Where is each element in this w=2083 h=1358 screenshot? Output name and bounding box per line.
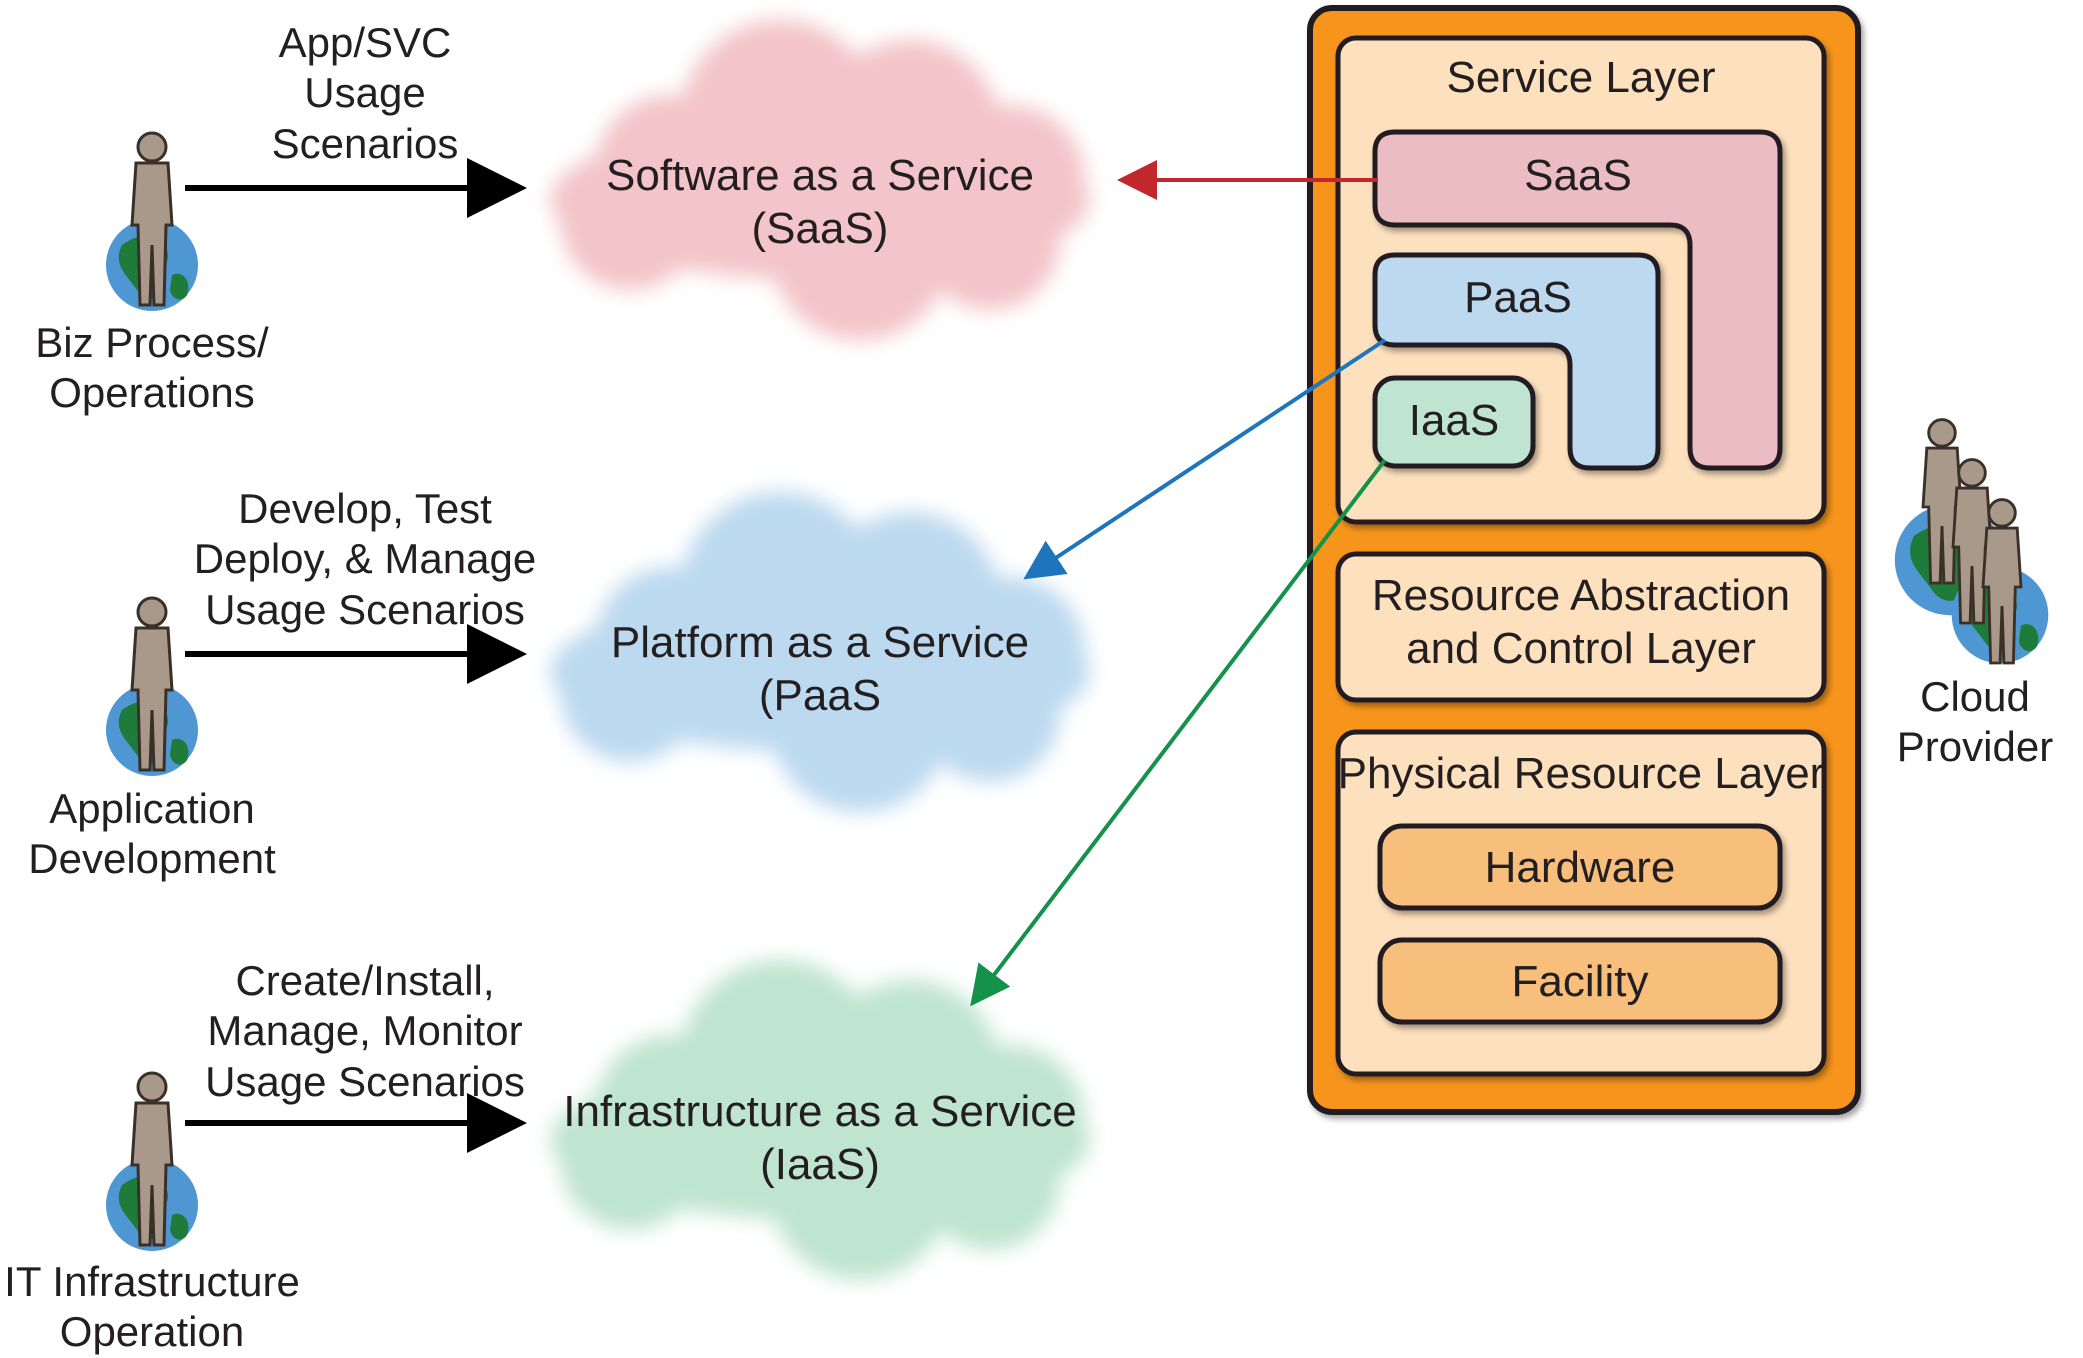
saas-block-label: SaaS <box>1524 151 1632 200</box>
resource-abstraction-layer-box <box>1335 551 1827 703</box>
actor-it-infra-icon <box>106 1071 198 1251</box>
actor-app-dev-icon <box>106 596 198 776</box>
physical-resource-layer-title: Physical Resource Layer <box>1337 749 1825 798</box>
iaas-block <box>1372 375 1536 469</box>
paas-block <box>1372 252 1661 471</box>
arrow-iaas-to-cloud <box>970 458 1387 1007</box>
actor-biz-process-icon <box>106 131 198 311</box>
hardware-box <box>1377 823 1783 911</box>
saas-block <box>1372 129 1783 471</box>
facility-label: Facility <box>1511 957 1649 1006</box>
cloud-paas-label: Platform as a Service(PaaS <box>610 618 1030 720</box>
paas-block-label: PaaS <box>1464 273 1572 322</box>
actor-biz-process-label: Biz Process/Operations <box>35 319 269 417</box>
iaas-block-label: IaaS <box>1408 396 1500 445</box>
cloud-saas-label: Software as a Service(SaaS) <box>606 151 1034 253</box>
service-layer-title: Service Layer <box>1446 53 1716 102</box>
cloud-provider-icon <box>1894 418 2049 665</box>
cloud-iaas-label: Infrastructure as a Service(IaaS) <box>563 1087 1077 1189</box>
facility-box <box>1377 937 1783 1025</box>
hardware-label: Hardware <box>1484 843 1676 892</box>
arrow-paas-to-cloud <box>1023 338 1387 580</box>
